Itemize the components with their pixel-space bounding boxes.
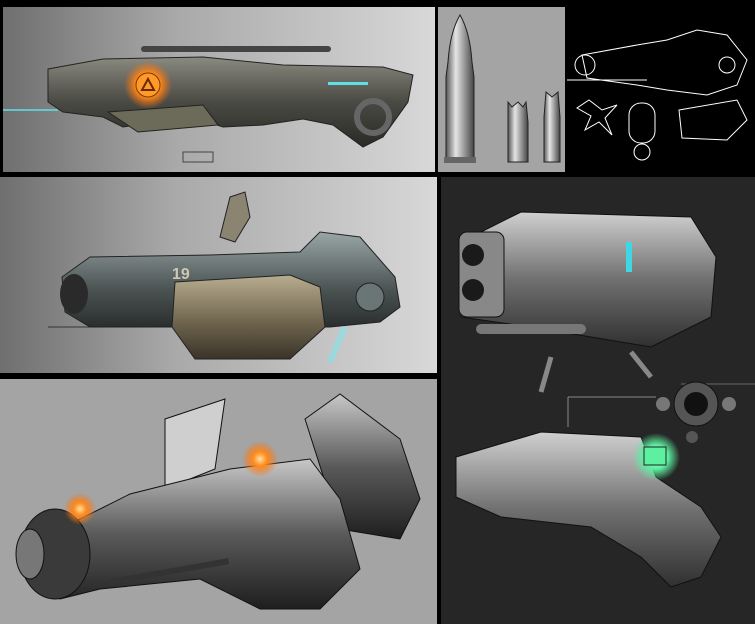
- cannon-side-panel: 19: [0, 177, 437, 373]
- number-marking: 19: [172, 266, 190, 283]
- ammo-illustration: [444, 14, 561, 163]
- cannon-illustration: 19: [48, 191, 401, 364]
- orange-node-glow: [242, 441, 278, 477]
- orange-node-glow: [64, 493, 96, 525]
- rifle-illustration: [3, 46, 414, 163]
- ammo-panel: [438, 7, 565, 172]
- gatling-illustration: [15, 393, 421, 610]
- rifle-side-panel: [3, 7, 435, 172]
- twin-barrel-illustration: [455, 211, 755, 588]
- blueprint-panel: [567, 0, 755, 172]
- gatling-panel: [0, 379, 437, 624]
- blueprint-illustration: [567, 29, 748, 161]
- twin-barrel-panel: [441, 177, 755, 624]
